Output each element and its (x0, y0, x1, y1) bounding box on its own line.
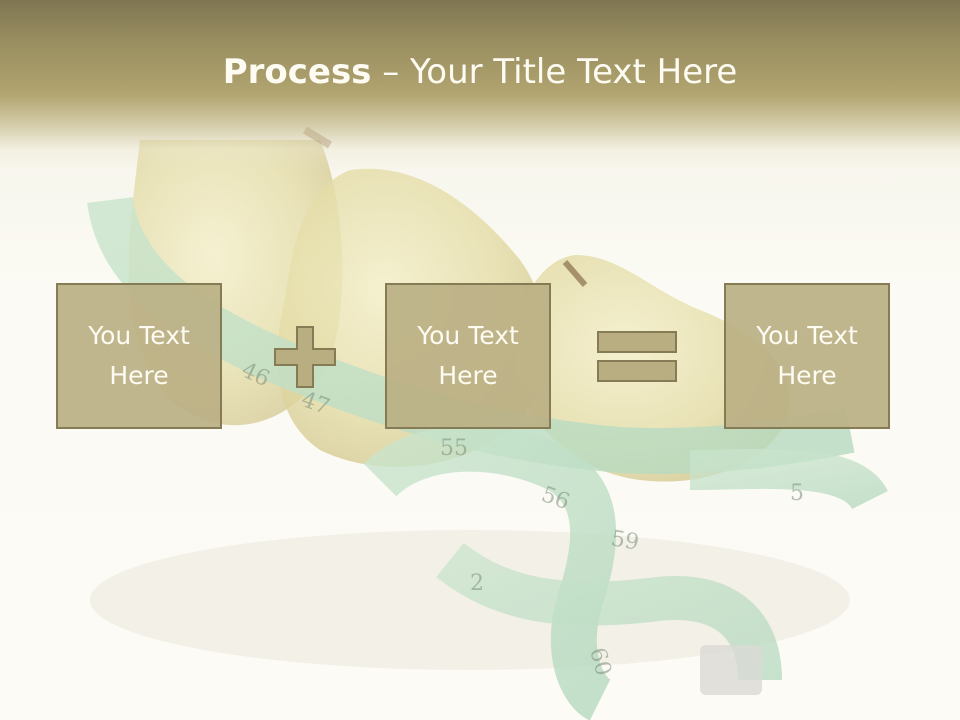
equals-icon (597, 331, 677, 382)
svg-text:5: 5 (790, 481, 804, 506)
svg-text:59: 59 (609, 526, 641, 555)
svg-text:2: 2 (470, 571, 484, 596)
title-rest-part: – Your Title Text Here (371, 52, 738, 92)
process-box-3[interactable]: You Text Here (724, 283, 890, 429)
svg-text:55: 55 (440, 436, 468, 461)
title-bold-part: Process (222, 52, 372, 92)
process-box-1[interactable]: You Text Here (56, 283, 222, 429)
plus-icon (274, 326, 336, 388)
slide-title: Process – Your Title Text Here (0, 52, 960, 92)
process-box-2-text: You Text Here (417, 321, 519, 390)
process-box-3-text: You Text Here (756, 321, 858, 390)
process-box-2[interactable]: You Text Here (385, 283, 551, 429)
title-band (0, 0, 960, 170)
process-box-1-text: You Text Here (88, 321, 190, 390)
